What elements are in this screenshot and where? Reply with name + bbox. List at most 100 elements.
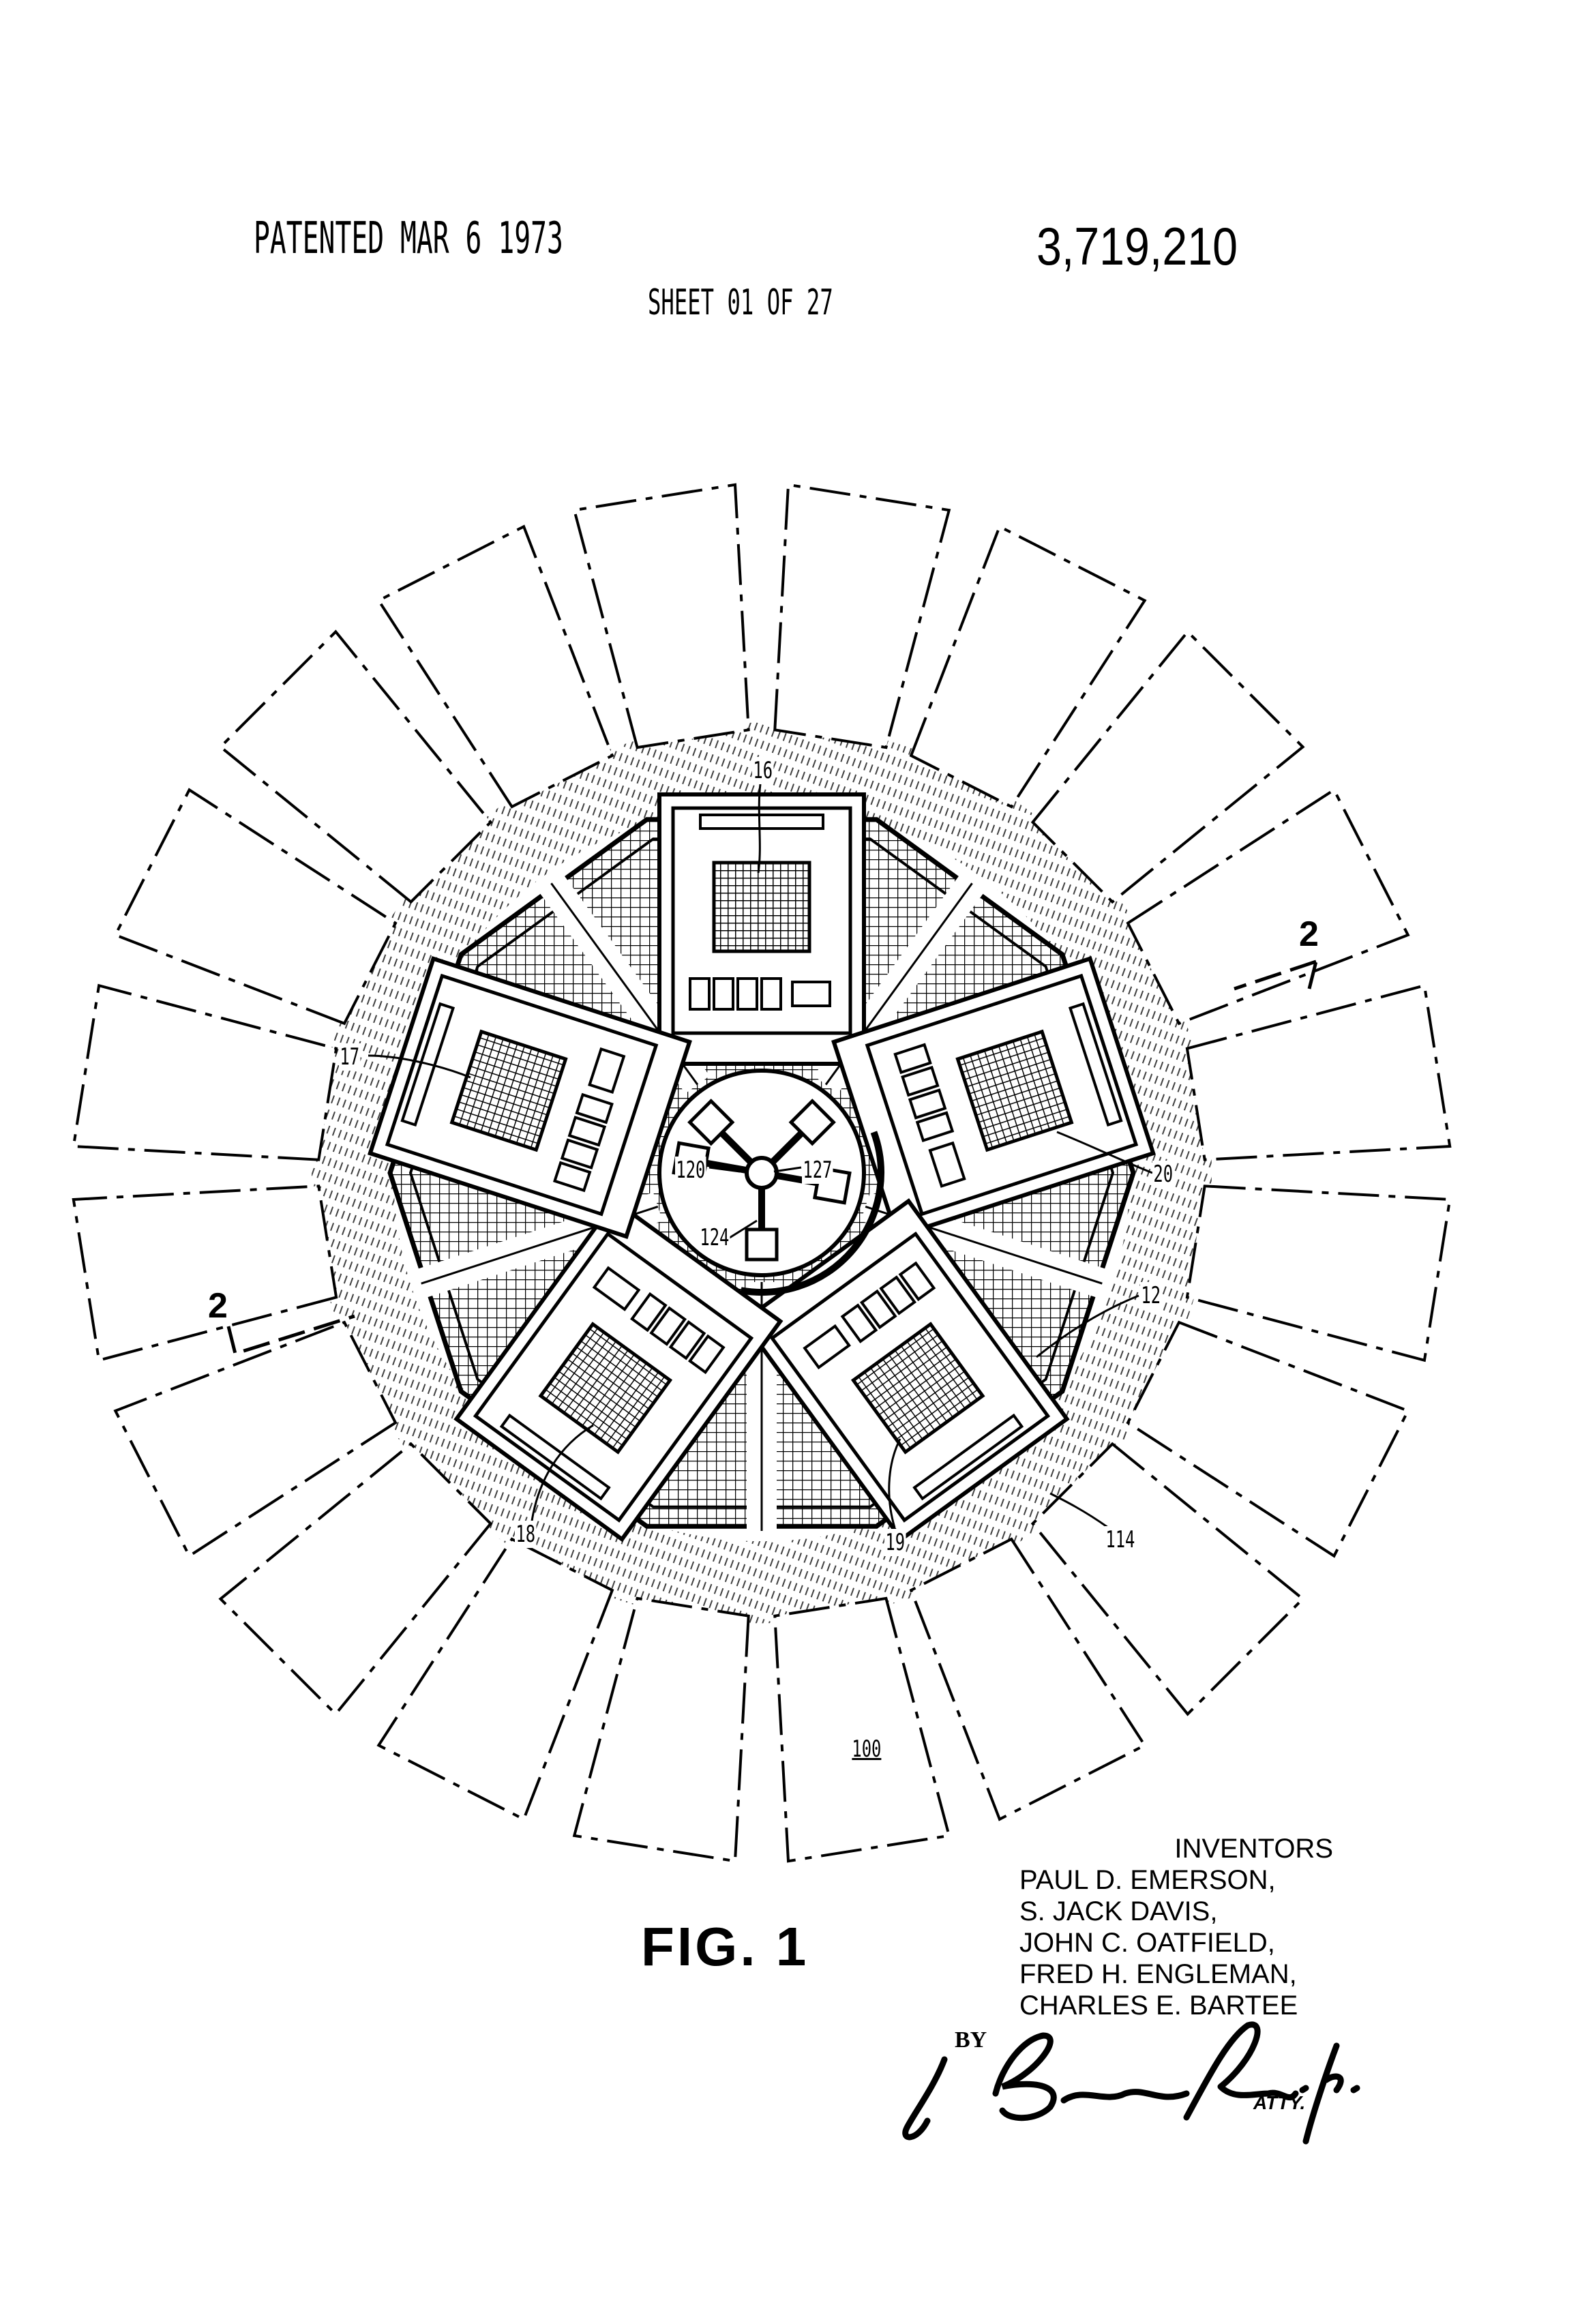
- console-rail: [912, 1413, 1024, 1501]
- sheet-number: SHEET 01 OF 27: [648, 282, 833, 323]
- console-block: [72, 1185, 338, 1362]
- console-control: [901, 1065, 940, 1097]
- console-control: [898, 1261, 936, 1302]
- ref-label-19: 19: [884, 1529, 906, 1556]
- ref-label-100: 100: [852, 1735, 882, 1763]
- console-block: [1030, 629, 1305, 904]
- console-block: [72, 983, 338, 1161]
- console-panel-grid: [850, 1322, 985, 1455]
- leader-114: [1049, 1492, 1109, 1529]
- console-panel-grid: [449, 1029, 568, 1152]
- inventors-heading: INVENTORS: [1174, 1834, 1333, 1864]
- leader-19: [888, 1438, 901, 1528]
- console-control: [803, 1324, 851, 1370]
- arm-head: [687, 1099, 735, 1146]
- atty-label: ATTY.: [1253, 2092, 1306, 2113]
- console-control: [879, 1275, 916, 1315]
- console-control: [689, 977, 711, 1011]
- console-control: [592, 1266, 641, 1311]
- inventor-name: PAUL D. EMERSON,: [1019, 1865, 1276, 1895]
- console-control: [736, 977, 758, 1011]
- by-label: BY: [955, 2027, 987, 2053]
- console-control: [630, 1292, 668, 1332]
- console-rail: [699, 814, 824, 830]
- console-block: [1185, 1185, 1452, 1362]
- console-control: [552, 1161, 592, 1193]
- console-control: [928, 1141, 966, 1188]
- patent-number: 3,719,210: [1036, 216, 1238, 276]
- leader-124: [729, 1219, 758, 1239]
- console-rail: [1068, 1002, 1123, 1127]
- console-control: [859, 1289, 897, 1330]
- patented-date: PATENTED MAR 6 1973: [254, 213, 563, 264]
- console-control: [575, 1092, 614, 1124]
- console-control: [713, 977, 734, 1011]
- console-block: [909, 1537, 1147, 1821]
- leader-20: [1056, 1131, 1153, 1174]
- console-block: [773, 1596, 951, 1863]
- console-rail: [499, 1413, 611, 1501]
- leader-16: [757, 784, 762, 874]
- ref-label-18: 18: [515, 1521, 537, 1548]
- inventor-name: FRED H. ENGLEMAN,: [1019, 1959, 1297, 1989]
- hub-arc-rail: [740, 1131, 884, 1296]
- console-control: [649, 1306, 687, 1346]
- ref-label-120: 120: [675, 1157, 706, 1184]
- console-block: [1185, 983, 1452, 1161]
- console-block: [572, 483, 750, 749]
- console-control: [560, 1138, 599, 1170]
- ref-label-124: 124: [699, 1224, 730, 1251]
- console-control: [908, 1088, 947, 1120]
- console-panel-grid: [538, 1322, 673, 1455]
- section-line-left: [226, 1314, 355, 1356]
- console-block: [572, 1596, 750, 1863]
- inventor-name: CHARLES E. BARTEE: [1019, 1991, 1298, 2021]
- module: [368, 956, 692, 1239]
- console-control: [687, 1334, 726, 1375]
- console-block: [376, 524, 614, 809]
- section-line-right: [1234, 959, 1318, 991]
- console-block: [113, 1320, 398, 1558]
- inventors-block: INVENTORS PAUL D. EMERSON, S. JACK DAVIS…: [1019, 1833, 1333, 2021]
- console-block: [773, 483, 951, 749]
- console-block: [113, 788, 398, 1026]
- leader-127: [773, 1166, 802, 1173]
- console-block: [909, 524, 1147, 809]
- console-control: [567, 1116, 607, 1147]
- inventor-name: JOHN C. OATFIELD,: [1019, 1928, 1275, 1958]
- console-block: [218, 1442, 493, 1716]
- module: [657, 792, 866, 1066]
- console-control: [840, 1303, 878, 1343]
- console-block: [1126, 788, 1410, 1026]
- ref-label-12: 12: [1140, 1282, 1162, 1309]
- leader-120: [708, 1166, 741, 1173]
- console-control: [588, 1047, 626, 1094]
- console-control: [791, 981, 831, 1007]
- leader-17: [368, 1054, 471, 1079]
- console-block: [376, 1537, 614, 1821]
- console-panel-grid: [712, 861, 811, 953]
- console-control: [893, 1043, 932, 1075]
- inventor-name: S. JACK DAVIS,: [1019, 1896, 1218, 1926]
- ref-label-20: 20: [1152, 1161, 1174, 1188]
- leader-18: [531, 1424, 594, 1521]
- console-control: [915, 1111, 955, 1142]
- module: [831, 956, 1156, 1239]
- figure-title: FIG. 1: [641, 1916, 809, 1977]
- ref-label-114: 114: [1105, 1526, 1136, 1553]
- ref-label-17: 17: [339, 1043, 361, 1071]
- ref-label-127: 127: [802, 1157, 833, 1184]
- section-mark-2-right: 2: [1299, 914, 1319, 954]
- leader-12: [1036, 1294, 1139, 1358]
- leader-lines: [226, 784, 1318, 1529]
- console-block: [1126, 1320, 1410, 1558]
- console-panel-grid: [955, 1029, 1074, 1152]
- outer-console-blocks: [72, 483, 1452, 1863]
- console-control: [760, 977, 782, 1011]
- section-mark-2-left: 2: [208, 1286, 228, 1326]
- module: [453, 1198, 783, 1543]
- module: [740, 1198, 1070, 1543]
- console-block: [218, 629, 493, 904]
- hub-pivot: [745, 1156, 779, 1190]
